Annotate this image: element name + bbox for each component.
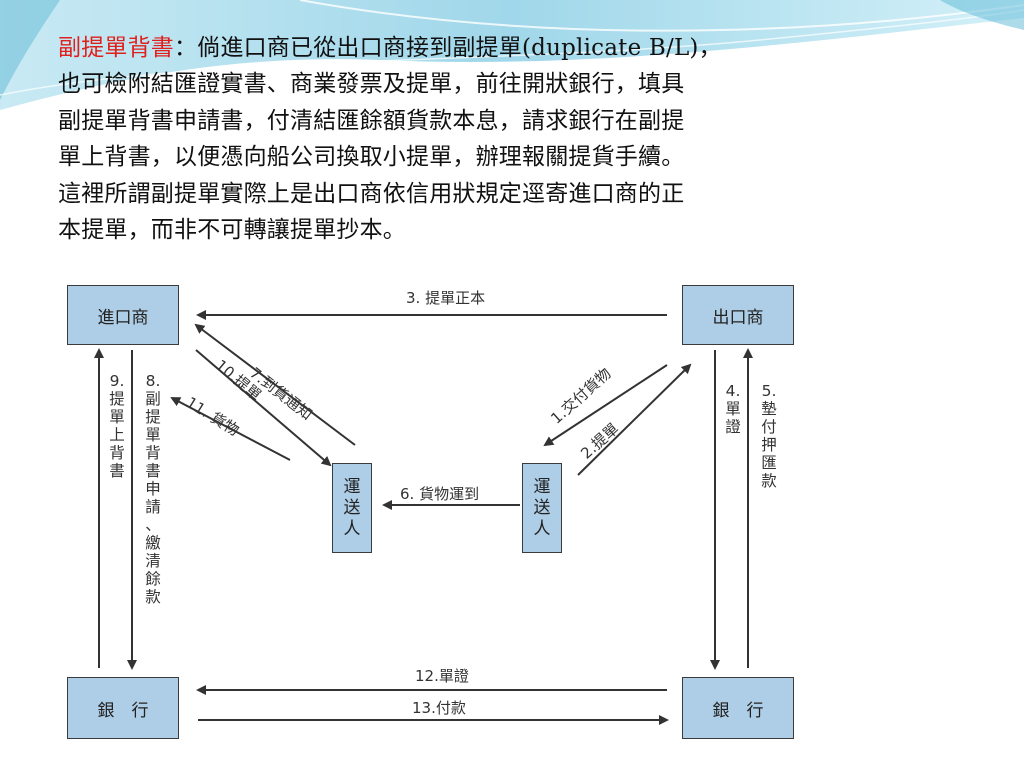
arrow-10 [195,349,332,467]
flow-label-13: 13.付款 [412,699,466,717]
importer-box: 進口商 [67,285,179,345]
flow-label-6: 6. 貨物運到 [400,485,480,503]
flow-label-8: 8.副提單背書申請、繳清餘款 [145,372,161,606]
flow-label-12: 12.單證 [415,667,469,685]
left-bank-box: 銀 行 [67,677,179,739]
flow-label-4: 4.單證 [725,382,741,436]
left-carrier-char-1: 運 [343,476,361,497]
right-carrier-char-2: 送 [533,497,551,518]
right-carrier-char-3: 人 [533,518,551,539]
highlight-term: 副提單背書 [58,35,174,61]
left-carrier-char-3: 人 [343,518,361,539]
right-carrier-box: 運 送 人 [522,463,562,553]
flow-label-3: 3. 提單正本 [406,289,486,307]
description-paragraph: 副提單背書：倘進口商已從出口商接到副提單(duplicate B/L)， 也可檢… [58,30,1018,248]
arrow-2 [577,363,692,476]
flow-label-9: 9.提單上背書 [109,372,125,480]
arrow-1 [543,364,668,447]
paragraph-line-6: 本提單，而非不可轉讓提單抄本。 [58,217,406,244]
paragraph-line-1: ：倘進口商已從出口商接到副提單(duplicate B/L)， [174,35,722,61]
paragraph-line-2: 也可檢附結匯證實書、商業發票及提單，前往開狀銀行，填具 [58,71,685,98]
arrow-7 [194,323,356,446]
flow-label-5: 5.墊付押匯款 [761,382,777,490]
paragraph-line-4: 單上背書，以便憑向船公司換取小提單，辦理報關提貨手續。 [58,144,685,171]
arrow-11 [170,397,291,461]
paragraph-line-5: 這裡所謂副提單實際上是出口商依信用狀規定逕寄進口商的正 [58,180,685,207]
right-carrier-char-1: 運 [533,476,551,497]
right-bank-box: 銀 行 [682,677,794,739]
left-carrier-char-2: 送 [343,497,361,518]
left-carrier-box: 運 送 人 [332,463,372,553]
exporter-box: 出口商 [682,285,794,345]
paragraph-line-3: 副提單背書申請書，付清結匯餘額貨款本息，請求銀行在副提 [58,107,685,134]
